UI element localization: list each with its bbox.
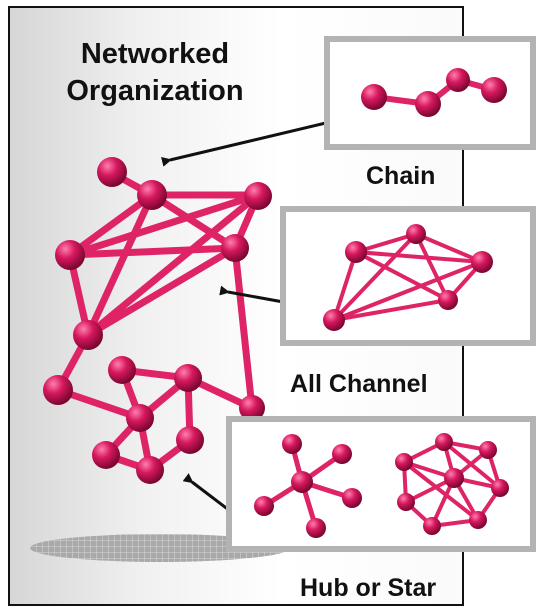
chain-network-diagram (361, 68, 507, 117)
hub-or-star-label: Hub or Star (300, 574, 437, 602)
network-nodes (43, 157, 272, 484)
title-line-1: Networked (80, 38, 230, 70)
hub-or-star-panel (226, 416, 536, 552)
diagram-title: Networked Organization (40, 36, 270, 110)
all-channel-network-diagram (323, 224, 493, 331)
chain-label: Chain (366, 162, 436, 190)
all-channel-label: All Channel (290, 370, 428, 398)
all-channel-panel (280, 206, 536, 346)
ground-shadow (30, 534, 290, 562)
chain-panel (324, 36, 536, 150)
hub-or-star-network-diagram (254, 433, 509, 538)
title-line-2: Organization (66, 75, 244, 107)
chain-arrow (161, 120, 331, 167)
